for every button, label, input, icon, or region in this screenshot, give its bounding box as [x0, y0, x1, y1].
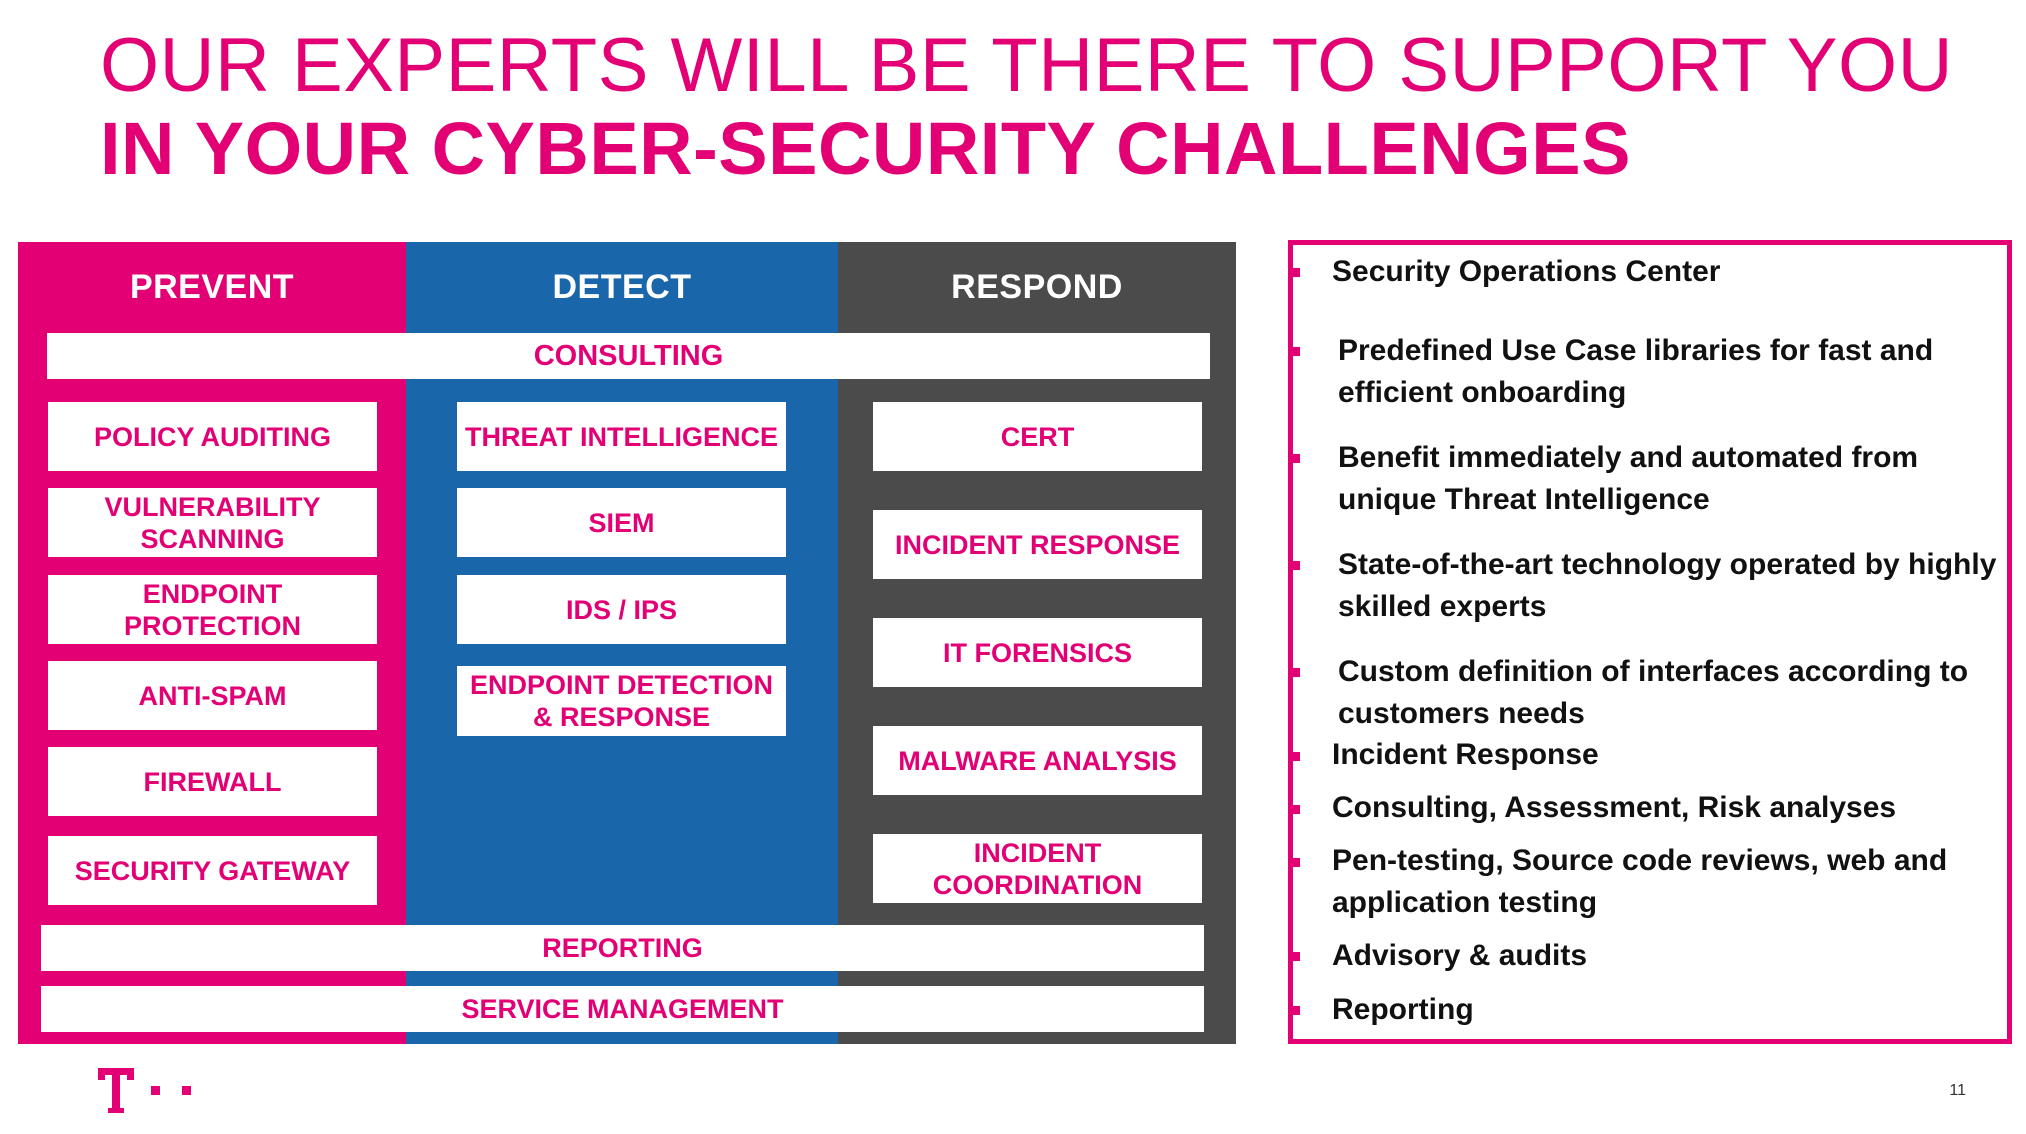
bullet-marker: [1291, 347, 1300, 356]
services-subitem: Custom definition of interfaces accordin…: [1338, 655, 1969, 730]
bullet-marker: [1291, 668, 1300, 677]
page-number: 11: [1949, 1082, 1966, 1099]
prevent-item-anti-spam: ANTI-SPAM: [48, 661, 377, 730]
respond-item-it-forensics: IT FORENSICS: [873, 618, 1202, 687]
services-item: Pen-testing, Source code reviews, web an…: [1332, 844, 1948, 919]
respond-item-incident-response: INCIDENT RESPONSE: [873, 510, 1202, 579]
services-item: Security Operations Center: [1332, 255, 1721, 288]
services-item: Advisory & audits: [1332, 939, 1588, 972]
telekom-t-logo-icon: [98, 1068, 198, 1121]
prevent-item-firewall: FIREWALL: [48, 747, 377, 816]
prevent-item-vulnerability-scanning: VULNERABILITY SCANNING: [48, 488, 377, 557]
title-line-1: OUR EXPERTS WILL BE THERE TO SUPPORT YOU: [100, 23, 1953, 108]
detect-item-endpoint-detection-response: ENDPOINT DETECTION & RESPONSE: [457, 666, 786, 736]
services-subitem: Predefined Use Case libraries for fast a…: [1338, 334, 1934, 409]
services-item: Consulting, Assessment, Risk analyses: [1332, 791, 1897, 824]
bullet-marker: [1291, 268, 1300, 277]
bullet-marker: [1291, 805, 1300, 814]
respond-header: RESPOND: [951, 267, 1123, 306]
respond-item-cert: CERT: [873, 402, 1202, 471]
bullet-marker: [1291, 952, 1300, 961]
consulting-band: CONSULTING: [47, 333, 1210, 379]
reporting-band: REPORTING: [41, 925, 1204, 971]
detect-item-ids-ips: IDS / IPS: [457, 575, 786, 644]
bullet-marker: [1291, 1006, 1300, 1015]
service-management-band: SERVICE MANAGEMENT: [41, 986, 1204, 1032]
services-subitem: State-of-the-art technology operated by …: [1338, 548, 1997, 623]
title-line-2: IN YOUR CYBER-SECURITY CHALLENGES: [100, 107, 1631, 190]
bullet-marker: [1291, 454, 1300, 463]
services-panel: [1288, 240, 2012, 1044]
bullet-marker: [1291, 752, 1300, 761]
services-subitem: Benefit immediately and automated from u…: [1338, 441, 1919, 516]
prevent-item-policy-auditing: POLICY AUDITING: [48, 402, 377, 471]
bullet-marker: [1291, 858, 1300, 867]
respond-item-incident-coordination: INCIDENT COORDINATION: [873, 834, 1202, 903]
services-item: Reporting: [1332, 993, 1474, 1026]
detect-header: DETECT: [552, 267, 692, 306]
detect-item-threat-intelligence: THREAT INTELLIGENCE: [457, 402, 786, 471]
detect-item-siem: SIEM: [457, 488, 786, 557]
respond-item-malware-analysis: MALWARE ANALYSIS: [873, 726, 1202, 795]
prevent-header: PREVENT: [129, 267, 295, 306]
bullet-marker: [1291, 561, 1300, 570]
prevent-item-endpoint-protection: ENDPOINT PROTECTION: [48, 575, 377, 644]
services-item: Incident Response: [1332, 738, 1599, 771]
prevent-item-security-gateway: SECURITY GATEWAY: [48, 836, 377, 905]
